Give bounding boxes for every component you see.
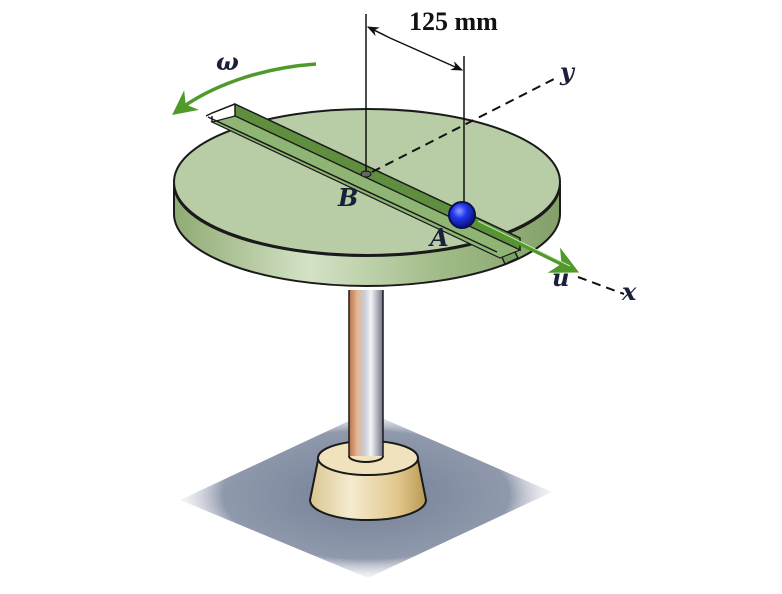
dimension-annotation: 125 mm — [365, 7, 498, 206]
point-a-label: A — [428, 223, 449, 252]
pedestal-base — [308, 440, 428, 521]
point-b-label: B — [337, 183, 358, 212]
omega-label: ω — [216, 47, 239, 76]
x-axis — [577, 276, 625, 295]
angular-velocity-arrow — [172, 62, 317, 115]
disk — [173, 108, 561, 287]
ball-a — [448, 201, 476, 229]
y-axis — [371, 77, 557, 173]
pivot-point-b — [360, 170, 372, 178]
velocity-u-label: u — [552, 263, 569, 292]
x-axis-label: x — [621, 277, 637, 306]
dimension-label: 125 mm — [409, 7, 498, 36]
vertical-shaft — [348, 290, 384, 463]
velocity-arrow — [471, 218, 580, 273]
y-axis-label: y — [559, 57, 576, 86]
